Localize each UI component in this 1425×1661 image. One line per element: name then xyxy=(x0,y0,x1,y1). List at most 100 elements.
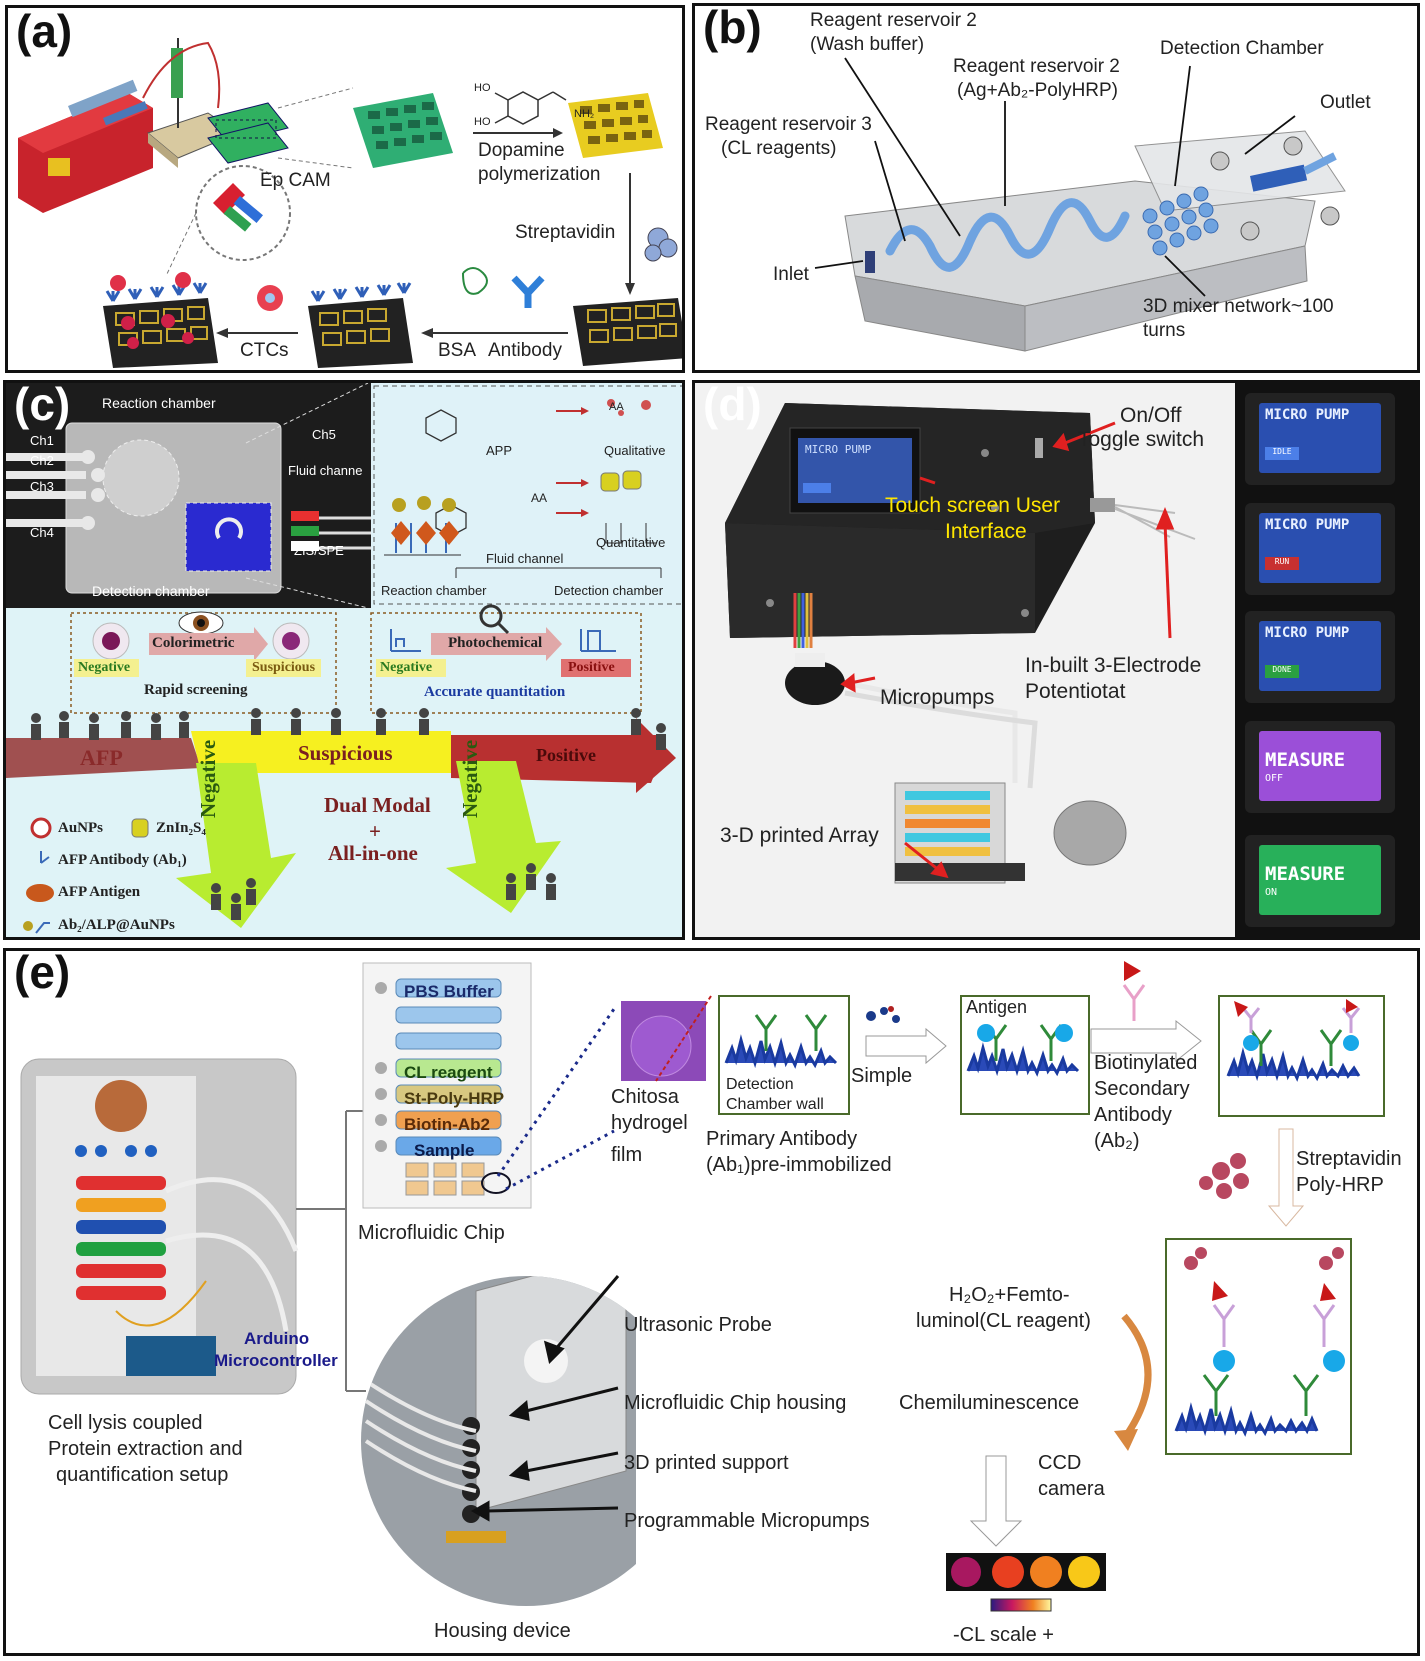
reservoir2-ag-1: Reagent reservoir 2 xyxy=(953,56,1120,77)
ctcs-label: CTCs xyxy=(240,340,289,361)
chip-label-sample: Sample xyxy=(414,1141,475,1160)
screen-2-title: MICRO PUMP xyxy=(1265,517,1350,533)
plus-label: + xyxy=(369,819,381,843)
primary-ab-1: Primary Antibody xyxy=(706,1128,858,1150)
afp-band-label: AFP xyxy=(80,745,123,770)
screen-1-display: MICRO PUMP IDLE xyxy=(1259,403,1381,473)
support-label: 3D printed support xyxy=(624,1452,789,1474)
inlet-label: Inlet xyxy=(773,264,809,285)
panel-b-illustration xyxy=(814,57,1346,352)
device-screen-text: MICRO PUMP xyxy=(805,443,872,456)
chip-label-pbs: PBS Buffer xyxy=(404,982,494,1001)
streptavidin-molecule-icon xyxy=(644,227,678,262)
panel-c-label: (c) xyxy=(14,380,71,430)
screen-1: MICRO PUMP IDLE xyxy=(1245,393,1395,485)
mixer-label-2: turns xyxy=(1143,320,1186,341)
streptavidin-label: Streptavidin xyxy=(515,222,616,243)
mixer-label-1: 3D mixer network~100 xyxy=(1143,296,1334,317)
biotinylated-1: Biotinylated xyxy=(1094,1052,1198,1074)
qualitative-label: Qualitative xyxy=(604,443,666,458)
screen-3: MICRO PUMP DONE xyxy=(1245,611,1395,703)
screen-2-btn: RUN xyxy=(1265,557,1299,570)
panel-c-illustration xyxy=(6,383,682,937)
screen-5-sub: ON xyxy=(1265,887,1278,898)
detection-wall-2: Chamber wall xyxy=(726,1096,824,1113)
screen-3-btn: DONE xyxy=(1265,665,1299,678)
microfluidic-chip-label: Microfluidic Chip xyxy=(358,1222,505,1244)
syringe-pump-icon xyxy=(18,79,153,213)
app-label: APP xyxy=(486,443,513,458)
on-off-1: On/Off xyxy=(1120,404,1182,427)
bsa-label: BSA xyxy=(438,340,477,361)
chem-nh2: NH₂ xyxy=(574,108,595,120)
ch5-label: Ch5 xyxy=(312,427,336,442)
detection-wall-1: Detection xyxy=(726,1076,794,1093)
black-chip-3-icon xyxy=(573,298,682,366)
chem-ho-2: HO xyxy=(474,116,491,128)
legend-ab2-icon xyxy=(23,921,50,934)
ch4-label: Ch4 xyxy=(30,525,54,540)
panel-e-illustration xyxy=(20,961,1385,1612)
panel-b: (b) Reagent reservoir 2 (Wash buffer) Re… xyxy=(692,3,1420,373)
panel-c: (c) Reaction chamber Ch1 Ch2 Ch3 Ch4 Ch5… xyxy=(3,380,685,940)
fluid-channel-label: Fluid channel xyxy=(486,551,564,566)
reaction-chamber-top: Reaction chamber xyxy=(102,395,216,411)
panel-d: MICRO PUMP (d) On/Off Toggle switch Touc… xyxy=(692,380,1420,940)
aa-label-2: AA xyxy=(531,491,548,505)
streptavidin-cluster-icon xyxy=(1199,1153,1249,1199)
arduino-label: Arduino xyxy=(244,1329,310,1348)
negative2-label: Negative xyxy=(380,660,433,675)
panel-d-label: (d) xyxy=(703,380,762,430)
ctc-cell-icon xyxy=(257,285,283,311)
chip-label-st: St-Poly-HRP xyxy=(404,1089,505,1108)
screen-3-display: MICRO PUMP DONE xyxy=(1259,621,1381,691)
epcam-label: Ep CAM xyxy=(260,170,331,191)
streptavidin-1: Streptavidin xyxy=(1296,1148,1402,1170)
legend-ab1: AFP Antibody (Ab₁) xyxy=(58,852,187,868)
outlet-label: Outlet xyxy=(1320,92,1371,113)
suspicious-band-label: Suspicious xyxy=(298,741,393,765)
accurate-quant-label: Accurate quantitation xyxy=(424,684,566,700)
black-chip-1-icon xyxy=(103,272,218,368)
micropump-icon xyxy=(785,653,845,705)
housing-device-label: Housing device xyxy=(434,1620,571,1642)
panel-a: (a) HO HO NH₂ Ep CAM Dopamine polymeriza… xyxy=(5,5,685,373)
positive1-label: Positive xyxy=(568,660,615,675)
epcam-icon xyxy=(213,183,263,232)
chem-ho-1: HO xyxy=(474,82,491,94)
fluid-channel-top: Fluid channe xyxy=(288,463,363,478)
serpentine-channel xyxy=(885,198,1130,272)
positive-band-label: Positive xyxy=(536,745,596,765)
h2o2-2: luminol(CL reagent) xyxy=(916,1310,1091,1332)
legend-antigen-icon xyxy=(26,884,54,902)
legend-aunps-icon xyxy=(30,817,52,839)
mixer-network xyxy=(1142,186,1219,256)
screen-1-btn: IDLE xyxy=(1265,447,1299,460)
reservoir2-wash-2: (Wash buffer) xyxy=(810,34,925,55)
chip-label-cl: CL reagent xyxy=(404,1063,493,1082)
chip-stack-icon xyxy=(207,102,289,164)
panel-a-illustration xyxy=(18,38,682,368)
setup-channels xyxy=(76,1176,166,1300)
setup-label-3: quantification setup xyxy=(56,1464,229,1486)
aa-label-1: AA xyxy=(609,401,624,413)
micropumps-label: Micropumps xyxy=(880,686,995,709)
potentiostat-1: In-built 3-Electrode xyxy=(1025,654,1202,677)
screen-5: MEASURE ON xyxy=(1245,835,1395,927)
cl-scale-label: -CL scale + xyxy=(953,1624,1054,1646)
dopamine-label: Dopamine xyxy=(478,140,565,161)
magnifier-icon xyxy=(479,604,510,635)
ch2-label: Ch2 xyxy=(30,453,54,468)
rapid-screening-label: Rapid screening xyxy=(144,682,248,698)
screen-4-display: MEASURE OFF xyxy=(1259,731,1381,801)
ultrasonic-label: Ultrasonic Probe xyxy=(624,1314,772,1336)
film-label: film xyxy=(611,1144,643,1166)
antigen-label: Antigen xyxy=(966,997,1028,1017)
biotinylated-4: (Ab₂) xyxy=(1094,1130,1140,1152)
screen-4-sub: OFF xyxy=(1265,773,1284,784)
legend-antigen: AFP Antigen xyxy=(58,884,141,900)
legend-znin-icon xyxy=(131,818,149,838)
negative-arrow1-label: Negative xyxy=(196,739,220,818)
detection-chamber-bottom: Detection chamber xyxy=(92,583,210,599)
ccd-1: CCD xyxy=(1038,1452,1082,1474)
